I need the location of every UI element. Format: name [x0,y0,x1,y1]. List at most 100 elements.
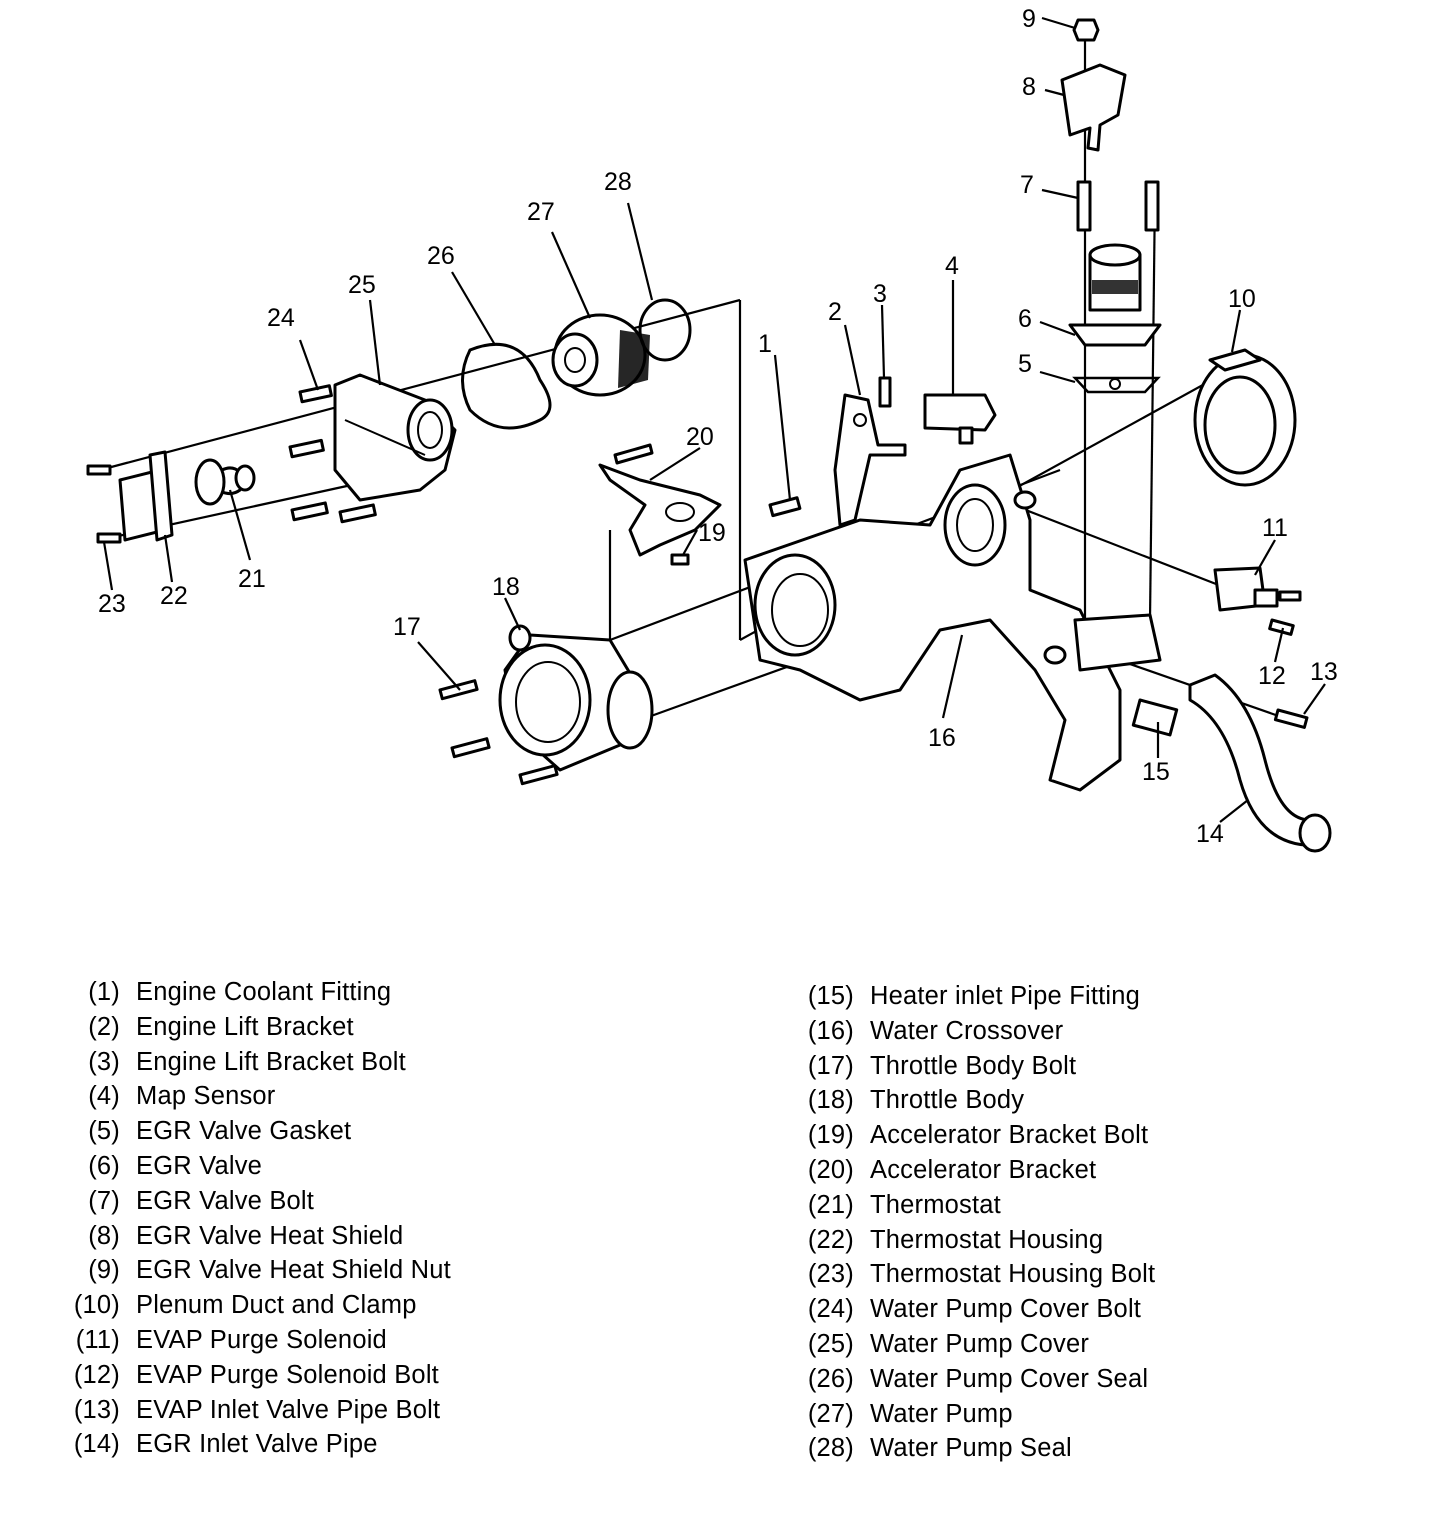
callout-11: 11 [1262,514,1288,542]
legend-number: (19) [807,1121,854,1150]
thermostat-housing [118,450,174,542]
accelerator-bracket-bolt [670,553,690,566]
legend-label: EVAP Purge Solenoid Bolt [136,1360,439,1389]
legend-label: Water Crossover [870,1016,1064,1045]
map-sensor [923,393,997,445]
engine-lift-bracket [833,393,907,527]
legend-number: (17) [807,1051,854,1080]
callout-2: 2 [828,298,842,326]
legend-label: Throttle Body [870,1086,1025,1115]
legend-label: Water Pump Cover [870,1329,1090,1358]
legend-label: Water Pump Cover Bolt [870,1295,1142,1324]
diagram-canvas: 1 2 3 4 5 6 7 8 9 10 11 12 13 14 15 16 1… [86,5,1338,853]
legend-label: Heater inlet Pipe Fitting [870,982,1141,1010]
callout-9: 9 [1022,5,1036,33]
legend-number: (20) [807,1155,854,1184]
water-pump-cover-seal [461,342,552,430]
evap-purge-solenoid [1213,566,1302,612]
egr-valve-bolts [1076,180,1160,232]
legend-label: EVAP Inlet Valve Pipe Bolt [136,1395,441,1424]
water-pump-cover [333,373,457,502]
callout-15: 15 [1142,758,1170,786]
legend-number: (8) [88,1221,120,1250]
callout-numbers: 1 2 3 4 5 6 7 8 9 10 11 12 13 14 15 16 1… [98,5,1338,848]
legend-number: (2) [88,1012,120,1041]
legend-label: Accelerator Bracket Bolt [870,1121,1149,1150]
callout-5: 5 [1018,350,1032,378]
engine-coolant-fitting [768,496,802,518]
legend-number: (6) [88,1151,120,1180]
legend-number: (10) [73,1291,120,1320]
callout-12: 12 [1258,662,1286,690]
callout-21: 21 [238,565,266,593]
accelerator-bracket [598,443,722,557]
legend-number: (14) [73,1430,120,1459]
callout-13: 13 [1310,658,1338,686]
legend-label: Thermostat Housing [870,1225,1104,1254]
plenum-duct-and-clamp [1193,348,1297,487]
legend-number: (4) [88,1082,120,1111]
legend-label: Accelerator Bracket [870,1155,1097,1184]
callout-27: 27 [527,198,555,226]
egr-valve [1068,243,1162,347]
callout-23: 23 [98,590,126,618]
legend-label: EGR Valve Heat Shield Nut [136,1256,451,1285]
throttle-body-bolts [438,679,559,786]
legend-number: (9) [88,1256,120,1285]
callout-28: 28 [604,168,632,196]
legend-label: Water Pump Cover Seal [870,1364,1149,1393]
legend-label: EGR Valve Heat Shield [136,1221,404,1250]
egr-heat-shield [1060,63,1127,152]
callout-14: 14 [1196,820,1224,848]
exploded-parts-diagram: 1 2 3 4 5 6 7 8 9 10 11 12 13 14 15 16 1… [86,5,1338,853]
egr-valve-gasket [1072,376,1161,394]
callout-7: 7 [1020,171,1034,199]
legend-number: (22) [807,1225,854,1254]
legend-label: Thermostat [870,1190,1001,1219]
callout-22: 22 [160,582,188,610]
callout-17: 17 [393,613,421,641]
legend-label: EVAP Purge Solenoid [136,1325,387,1354]
egr-heat-shield-nut [1072,18,1100,42]
throttle-body [498,624,654,772]
legend-label: EGR Valve [136,1151,263,1180]
legend-label: EGR Valve Bolt [136,1186,315,1215]
water-pump-cover-bolts [288,384,377,524]
legend-label: Water Pump [870,1399,1013,1428]
legend-label: Map Sensor [136,1082,276,1111]
legend-label: EGR Inlet Valve Pipe [136,1430,378,1459]
callout-10: 10 [1228,285,1256,313]
callout-20: 20 [686,423,714,451]
legend-label: Thermostat Housing Bolt [870,1260,1156,1289]
legend-number: (15) [807,982,854,1010]
legend-number: (1) [88,978,120,1006]
callout-16: 16 [928,724,956,752]
evap-purge-solenoid-bolt [1268,618,1295,636]
callout-3: 3 [873,280,887,308]
legend-number: (23) [807,1260,854,1289]
legend-number: (7) [88,1186,120,1215]
engine-lift-bracket-bolt [878,376,892,408]
legend-number: (26) [807,1364,854,1393]
legend-number: (16) [807,1016,854,1045]
legend-number: (5) [88,1117,120,1146]
legend-label: EGR Valve Gasket [136,1117,352,1146]
legend-label: Engine Lift Bracket [136,1012,354,1041]
legend-number: (24) [807,1295,854,1324]
thermostat-housing-bolts [86,464,122,544]
callout-18: 18 [492,573,520,601]
callout-24: 24 [267,304,295,332]
callout-19: 19 [698,519,726,547]
legend-number: (28) [807,1434,854,1463]
callout-4: 4 [945,252,959,280]
leader-lines [102,16,1326,823]
callout-25: 25 [348,271,376,299]
callout-26: 26 [427,242,455,270]
legend-number: (11) [75,1325,120,1354]
legend-label: Throttle Body Bolt [870,1051,1077,1080]
legend-label: Engine Lift Bracket Bolt [136,1047,406,1076]
legend-label: Engine Coolant Fitting [136,978,392,1006]
legend-number: (3) [88,1047,120,1076]
legend-number: (25) [807,1329,854,1358]
legend-number: (13) [73,1395,120,1424]
